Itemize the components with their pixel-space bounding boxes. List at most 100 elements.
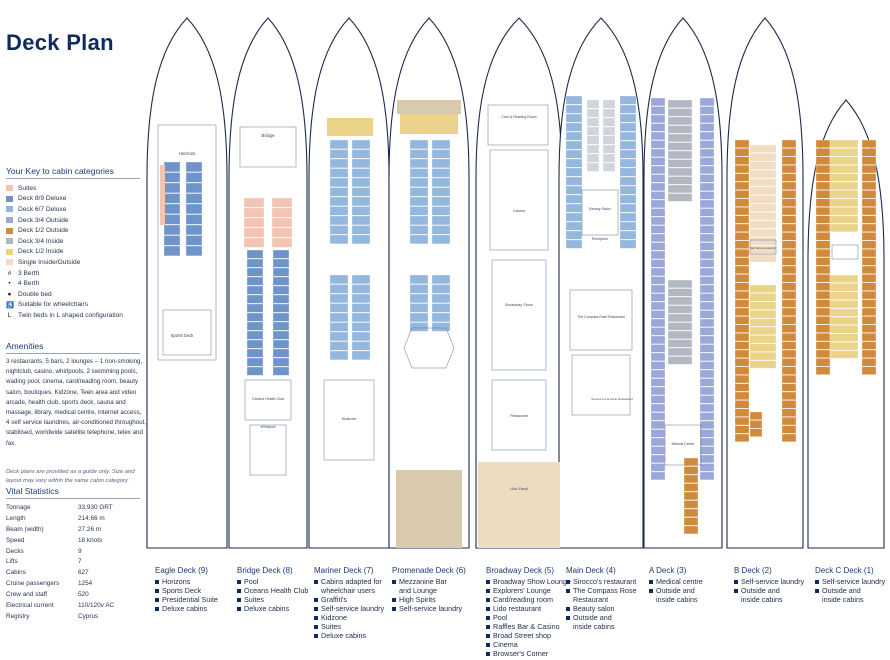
cabin-block <box>861 156 877 165</box>
cabin-block <box>829 139 859 148</box>
category-label: Deck 8/9 Deluxe <box>18 195 67 203</box>
bullet-icon <box>486 597 490 602</box>
deck-legend-item: Self-service laundry <box>314 604 384 613</box>
cabin-block <box>829 173 859 182</box>
cabin-block <box>619 104 637 114</box>
cabin-block <box>699 208 715 217</box>
laundry-c-area <box>831 244 859 260</box>
cabin-block <box>619 212 637 222</box>
cabin-block <box>271 227 293 238</box>
cabin-block <box>781 400 797 409</box>
cabin-block <box>829 316 859 325</box>
cabin-block <box>734 223 750 232</box>
cabin-block <box>699 233 715 243</box>
cabin-block <box>586 144 600 154</box>
cabin-block <box>246 357 264 367</box>
cabin-block <box>861 223 877 232</box>
cabin-block <box>699 471 715 481</box>
bridge-area <box>239 126 297 168</box>
cabin-block <box>619 131 637 141</box>
bullet-icon <box>815 588 819 593</box>
cabin-block <box>699 454 715 464</box>
vital-value: Cyprus <box>78 612 99 620</box>
cabin-block <box>351 177 371 188</box>
vital-key: Electrical current <box>6 601 54 609</box>
cabin-block <box>602 108 616 118</box>
cabin-block <box>667 142 693 151</box>
cabin-block <box>829 283 859 292</box>
cabin-block <box>272 276 290 286</box>
cabin-block <box>650 369 666 379</box>
cabin-block <box>431 168 451 178</box>
cabin-block <box>272 348 290 358</box>
cabin-block <box>861 366 877 375</box>
cabin-block <box>699 327 715 336</box>
cabin-block <box>431 196 451 207</box>
vital-value: 18 knots <box>78 536 103 544</box>
bridge-label: Bridge <box>261 133 275 138</box>
cabin-block <box>185 245 203 257</box>
vital-key: Lifts <box>6 558 18 566</box>
cabin-block <box>781 173 797 182</box>
cabin-block <box>246 348 264 358</box>
cabin-block <box>734 240 750 249</box>
cabin-block <box>272 303 290 313</box>
cabin-block <box>829 156 859 165</box>
cabin-block <box>829 342 859 351</box>
cabin-block <box>650 174 666 183</box>
cabin-block <box>781 358 797 367</box>
key-category: Deck 1/2 Outside <box>6 225 146 236</box>
cabin-block <box>683 474 699 484</box>
cabin-block <box>861 240 877 249</box>
cabin-block <box>699 293 715 302</box>
deck-legend-item: The Compass Rose <box>566 586 637 595</box>
cabin-block <box>409 274 429 285</box>
cabin-block <box>329 303 349 313</box>
cabin-block <box>650 276 666 285</box>
deck-legend-item: Self-service laundry <box>392 604 466 613</box>
vital-key: Speed <box>6 536 25 544</box>
cabin-block <box>815 274 831 283</box>
cabin-block <box>329 196 349 207</box>
cabin-block <box>749 178 777 187</box>
bullet-icon <box>486 633 490 638</box>
laundry-b-label: Self Service Laundry <box>750 246 776 250</box>
cabin-block <box>829 274 859 283</box>
compass-rose-label: The Compass Rose Restaurant <box>577 315 625 319</box>
cabin-block <box>602 126 616 136</box>
cabin-block <box>431 149 451 159</box>
cabin-block <box>163 172 181 183</box>
cabin-block <box>650 267 666 277</box>
ship-hull-outline <box>228 17 308 549</box>
cabin-block <box>829 198 859 207</box>
cabin-block <box>185 235 203 246</box>
cabin-block <box>650 403 666 413</box>
cabin-block <box>329 341 349 351</box>
cabin-block <box>185 172 203 183</box>
cabin-block <box>409 187 429 197</box>
cabin-block <box>815 190 831 199</box>
cabin-block <box>329 331 349 342</box>
cabin-block <box>829 300 859 309</box>
cabin-block <box>861 358 877 367</box>
bullet-icon <box>566 579 570 584</box>
amenities-divider <box>6 353 140 354</box>
cabin-block <box>650 250 666 260</box>
presidential-suite <box>160 165 165 225</box>
cabin-block <box>163 182 181 194</box>
cabin-block <box>650 191 666 200</box>
cabin-block <box>351 274 371 285</box>
cabin-block <box>329 206 349 216</box>
cabin-block <box>781 366 797 375</box>
sports-deck-label: Sports Deck <box>171 333 195 338</box>
cabin-block <box>650 352 666 362</box>
deck-legend-item: Cabins adapted for <box>314 577 384 586</box>
siroccos-area <box>571 354 631 416</box>
cabin-block <box>409 139 429 150</box>
cabin-block <box>667 322 693 331</box>
cabin-block <box>781 181 797 190</box>
cabin-block <box>781 291 797 300</box>
